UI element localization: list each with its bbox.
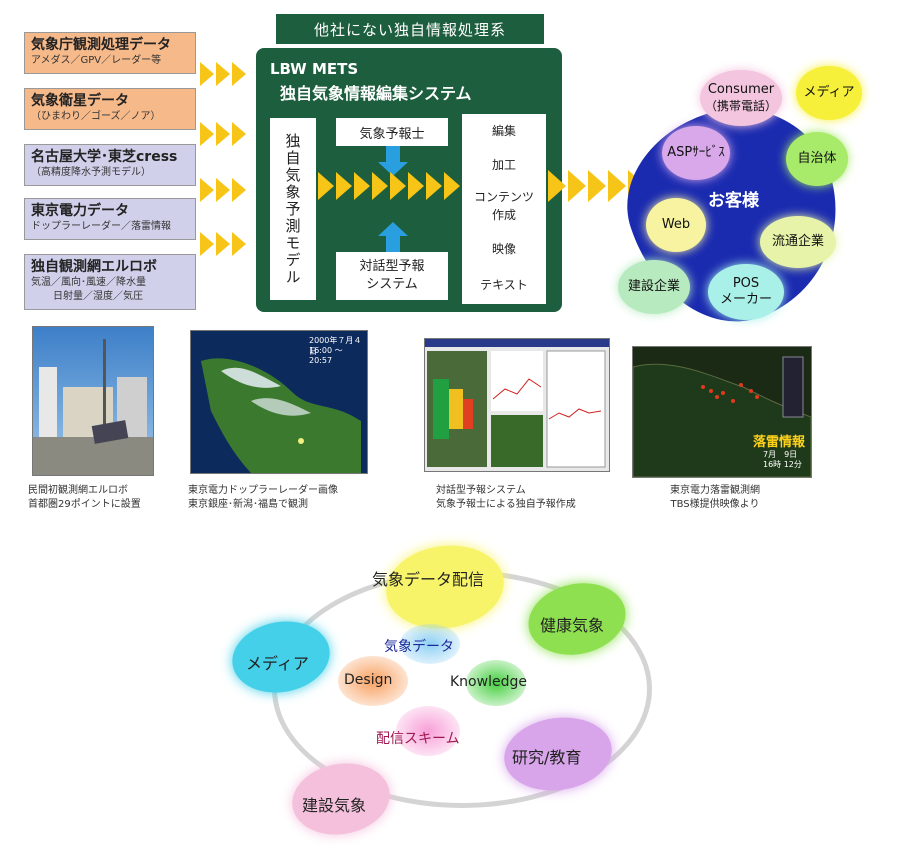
top-banner: 他社にない独自情報処理系 [276,14,544,44]
bubble-consumer-l1: Consumer [707,82,775,97]
source-sub: アメダス／GPV／レーダー等 [31,55,162,66]
output-contents: コンテンツ [473,190,534,204]
photo3-cap1: 対話型予報システム [436,485,526,496]
photo-doppler-radar: 2000年７月４日 16:00 ～ 20:57 [190,330,368,474]
bubble-pos-l1: POS [732,276,760,291]
output-process: 加工 [491,158,516,172]
source-title: 東京電力データ [31,203,129,219]
dialog-line2: システム [366,277,418,292]
label-health: 健康気象 [540,616,605,635]
bubble-construction: 建設企業 [618,260,690,314]
radar-time: 16:00 ～ 20:57 [309,346,343,365]
bubble-consumer: Consumer （携帯電話） [700,70,782,126]
glow-data [400,624,460,664]
bubble-pos-l2: メーカー [719,292,772,307]
glow-knowledge [466,660,526,706]
bubble-media: メディア [796,66,862,120]
photo4-cap2: TBS様提供映像より [670,499,760,510]
lightning-title: 落雷情報 [753,435,806,450]
glow-design [338,656,408,706]
system-name: LBW METS [270,60,359,78]
label-knowledge: Knowledge [450,674,527,690]
output-text: テキスト [480,278,528,292]
label-media: メディア [246,654,309,673]
glow-scheme [396,706,460,756]
bubble-asp: ASPｻｰﾋﾞｽ [662,126,730,180]
source-tepco: 東京電力データ ドップラーレーダー／落雷情報 [24,198,196,240]
label-design: Design [344,672,393,688]
photo2-cap1: 東京電力ドップラーレーダー画像 [188,485,338,496]
source-title: 独自観測網エルロボ [31,259,157,275]
radar-date: 2000年７月４日 [309,336,362,356]
label-construction: 建設気象 [302,796,367,815]
label-scheme: 配信スキーム [376,731,460,747]
output-create: 作成 [491,208,516,222]
photo1-caption: 民間初観測網エルロボ 首都圏29ポイントに設置 [28,484,141,512]
label-research: 研究/教育 [512,748,582,767]
source-sub2: 日射量／湿度／気圧 [53,291,143,302]
lightning-date: 7月 9日 [763,450,798,459]
source-satellite: 気象衛星データ （ひまわり／ゴーズ／ノア） [24,88,196,130]
source-elrobo: 独自観測網エルロボ 気温／風向･風速／降水量 日射量／湿度／気圧 [24,254,196,310]
source-title: 気象衛星データ [31,93,129,109]
source-title: 名古屋大学･東芝cress [31,149,178,165]
lightning-time: 16時 12分 [763,460,802,469]
photo4-caption: 東京電力落雷観測網 TBS様提供映像より [670,484,760,512]
label-weather-data: 気象データ [384,639,454,655]
source-sub: 気温／風向･風速／降水量 [31,277,146,288]
label-delivery: 気象データ配信 [372,570,485,589]
output-edit: 編集 [491,124,516,138]
photo4-cap1: 東京電力落雷観測網 [670,485,760,496]
system-title: 独自気象情報編集システム [280,84,472,103]
bubble-local-gov: 自治体 [786,132,848,186]
photo1-cap1: 民間初観測網エルロボ [28,485,128,496]
photo3-cap2: 気象予報士による独自予報作成 [436,499,576,510]
photo-lightning-map: 落雷情報 7月 9日 16時 12分 [632,346,812,478]
source-title: 気象庁観測処理データ [31,37,171,53]
forecast-model-box: 独自気象予測モデル [270,118,316,300]
source-jma: 気象庁観測処理データ アメダス／GPV／レーダー等 [24,32,196,74]
output-box: 編集 加工 コンテンツ 作成 映像 テキスト [462,114,546,304]
customer-label: お客様 [708,191,759,211]
dialog-system-box: 対話型予報 システム [336,252,448,300]
blue-arrows [378,146,408,252]
source-sub: ドップラーレーダー／落雷情報 [31,221,171,232]
bubble-retail: 流通企業 [760,216,836,268]
photo2-cap2: 東京銀座･新潟･福島で観測 [188,499,308,510]
output-video: 映像 [491,242,516,256]
bubble-consumer-l2: （携帯電話） [704,99,777,113]
dialog-line1: 対話型予報 [359,259,425,274]
photo2-caption: 東京電力ドップラーレーダー画像 東京銀座･新潟･福島で観測 [188,484,338,512]
source-sub: （ひまわり／ゴーズ／ノア） [31,111,161,122]
forecaster-box: 気象予報士 [336,118,448,146]
source-sub: （高精度降水予測モデル） [31,167,151,178]
source-nagoya: 名古屋大学･東芝cress （高精度降水予測モデル） [24,144,196,186]
photo-elrobo-station [32,326,154,476]
photo3-caption: 対話型予報システム 気象予報士による独自予報作成 [436,484,576,512]
photo1-cap2: 首都圏29ポイントに設置 [28,499,141,510]
bubble-web: Web [646,198,706,252]
photo-dialog-system [424,338,610,472]
